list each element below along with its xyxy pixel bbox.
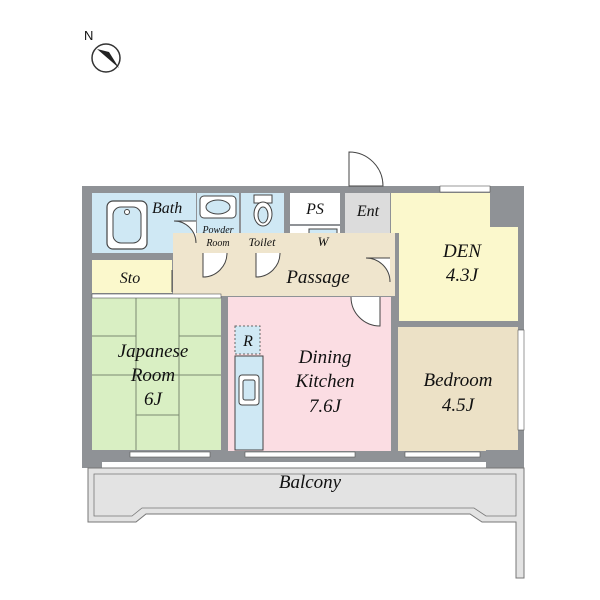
kitchen-sink-icon [238, 374, 260, 406]
compass: N [84, 28, 121, 73]
den-notch [490, 193, 518, 227]
toilet-icon [253, 194, 273, 227]
doors [171, 151, 391, 327]
balcony-label: Balcony [279, 472, 342, 493]
toilet-label: Toilet [249, 235, 277, 249]
compass-needle [97, 49, 119, 68]
entrance-door [348, 151, 384, 187]
compass-label: N [84, 28, 93, 43]
ps-area [290, 193, 340, 224]
w-label: W [318, 234, 330, 249]
balcony-area [87, 467, 525, 579]
entrance-area [345, 193, 390, 233]
compass-icon [91, 43, 121, 73]
ent-label: Ent [356, 203, 380, 220]
bath-door [173, 220, 197, 244]
ps-label: PS [305, 201, 324, 218]
bedroom-area [398, 327, 518, 451]
windows [91, 185, 525, 458]
toilet-door [255, 252, 281, 278]
den-door [365, 257, 391, 283]
washbasin-icon [199, 195, 237, 219]
sto-label: Sto [120, 270, 140, 287]
r-label: R [242, 333, 253, 350]
dk-door [350, 296, 381, 327]
powder-door [202, 252, 228, 278]
bath-label: Bath [152, 200, 182, 217]
sto-area [92, 260, 172, 293]
passage-label: Passage [285, 267, 349, 288]
tatami-lines [92, 297, 221, 450]
fridge-space [234, 325, 261, 355]
japanese-room-area [92, 297, 221, 450]
bathtub-icon [106, 200, 148, 250]
column-left [82, 450, 102, 468]
